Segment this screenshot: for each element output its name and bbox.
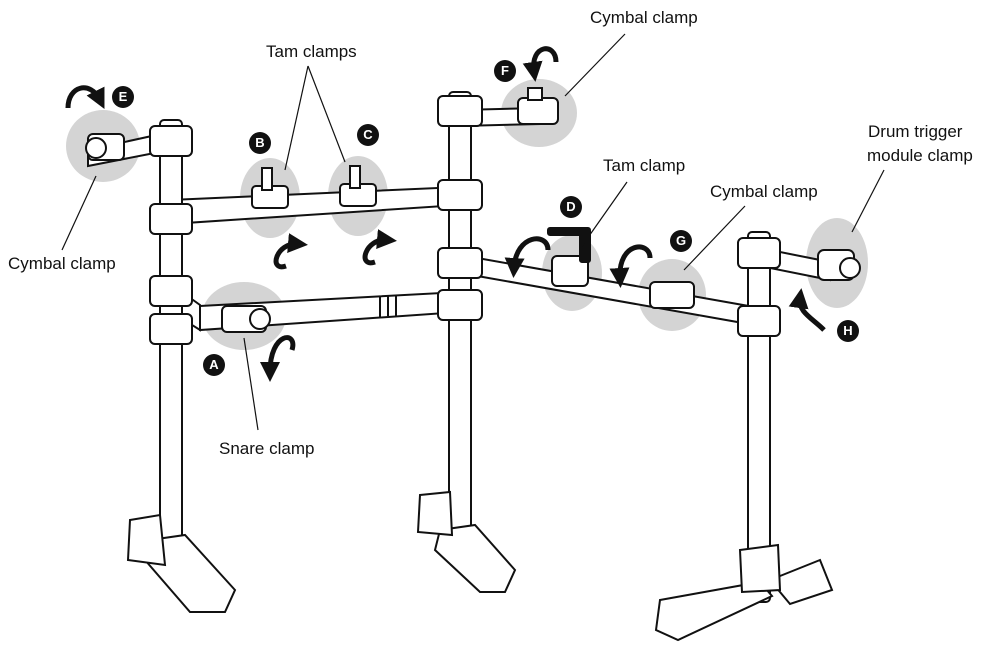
feet [126, 490, 834, 642]
cymbal-clamp-right-label: Cymbal clamp [710, 182, 818, 201]
cymbal-clamp-left-label: Cymbal clamp [8, 254, 116, 273]
marker-d: D [560, 196, 582, 218]
tam-clamp-label: Tam clamp [603, 156, 686, 175]
marker-a: A [203, 354, 225, 376]
marker-e: E [112, 86, 134, 108]
marker-b: B [249, 132, 271, 154]
cymbal-clamp-top-label: Cymbal clamp [590, 8, 698, 27]
marker-h: H [837, 320, 859, 342]
drum-trigger-label-line2: module clamp [867, 146, 973, 165]
leader-lines [61, 33, 885, 431]
post-clamps [149, 95, 781, 345]
marker-c: C [357, 124, 379, 146]
drum-trigger-label-line1: Drum trigger [868, 122, 963, 141]
snare-clamp-label: Snare clamp [219, 439, 315, 458]
tam-clamps-label: Tam clamps [266, 42, 357, 61]
clamp-hardware [85, 87, 861, 333]
rotation-arrows [65, 46, 826, 382]
marker-f: F [494, 60, 516, 82]
marker-g: G [670, 230, 692, 252]
tuning-key [547, 227, 591, 263]
